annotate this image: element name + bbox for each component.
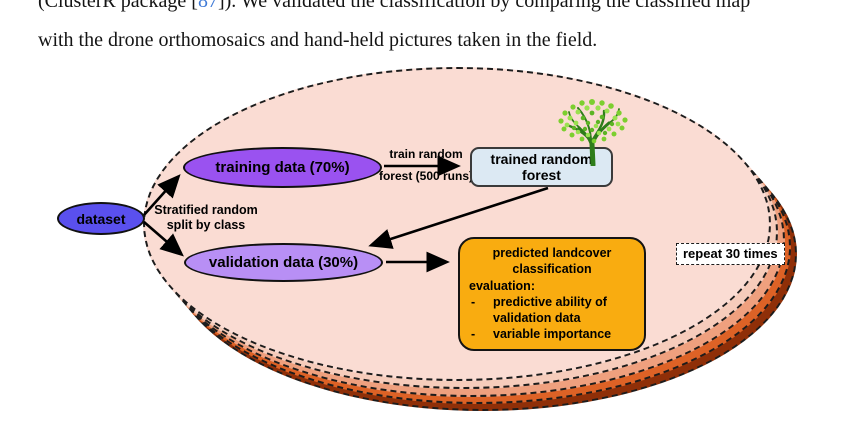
split-label: Stratified random split by class xyxy=(150,203,262,234)
node-validation-data-label: validation data (30%) xyxy=(208,254,359,271)
node-training-data: training data (70%) xyxy=(183,147,382,188)
node-training-data-label: training data (70%) xyxy=(215,159,350,176)
train-arrow-label-line2: forest (500 runs) xyxy=(378,169,474,183)
result-item-text: predictive ability of validation data xyxy=(493,294,607,325)
citation-link[interactable]: 87 xyxy=(197,0,218,12)
node-dataset: dataset xyxy=(57,202,145,235)
result-item-bullet: - xyxy=(471,294,476,309)
result-item: - predictive ability of validation data xyxy=(469,294,635,327)
result-item-bullet: - xyxy=(471,327,476,342)
split-label-line1: Stratified random xyxy=(154,203,258,217)
node-dataset-label: dataset xyxy=(76,210,126,227)
node-validation-data: validation data (30%) xyxy=(184,243,383,282)
paper-text-line1: (ClusterR package [87]). We validated th… xyxy=(38,0,750,13)
node-trained-random-forest-label: trained random forest xyxy=(490,150,593,183)
result-item: - variable importance xyxy=(469,326,635,342)
node-predicted-landcover: predicted landcover classification evalu… xyxy=(458,237,646,351)
paper-text-line1-pre: (ClusterR package [ xyxy=(38,0,198,12)
paper-text-line1-post: ]). We validated the classification by c… xyxy=(217,0,751,12)
split-label-line2: split by class xyxy=(166,218,246,233)
result-title-line1: predicted landcover xyxy=(492,246,612,260)
result-evaluation-label: evaluation: xyxy=(469,278,535,293)
tree-icon xyxy=(558,99,628,166)
result-item-text: variable importance xyxy=(493,327,612,342)
repeat-annotation: repeat 30 times xyxy=(676,243,785,265)
train-arrow-label-line1: train random xyxy=(389,147,463,161)
result-title-line2: classification xyxy=(512,262,592,277)
paper-text-line2: with the drone orthomosaics and hand-hel… xyxy=(38,29,598,51)
node-trained-random-forest: trained random forest xyxy=(470,147,613,187)
